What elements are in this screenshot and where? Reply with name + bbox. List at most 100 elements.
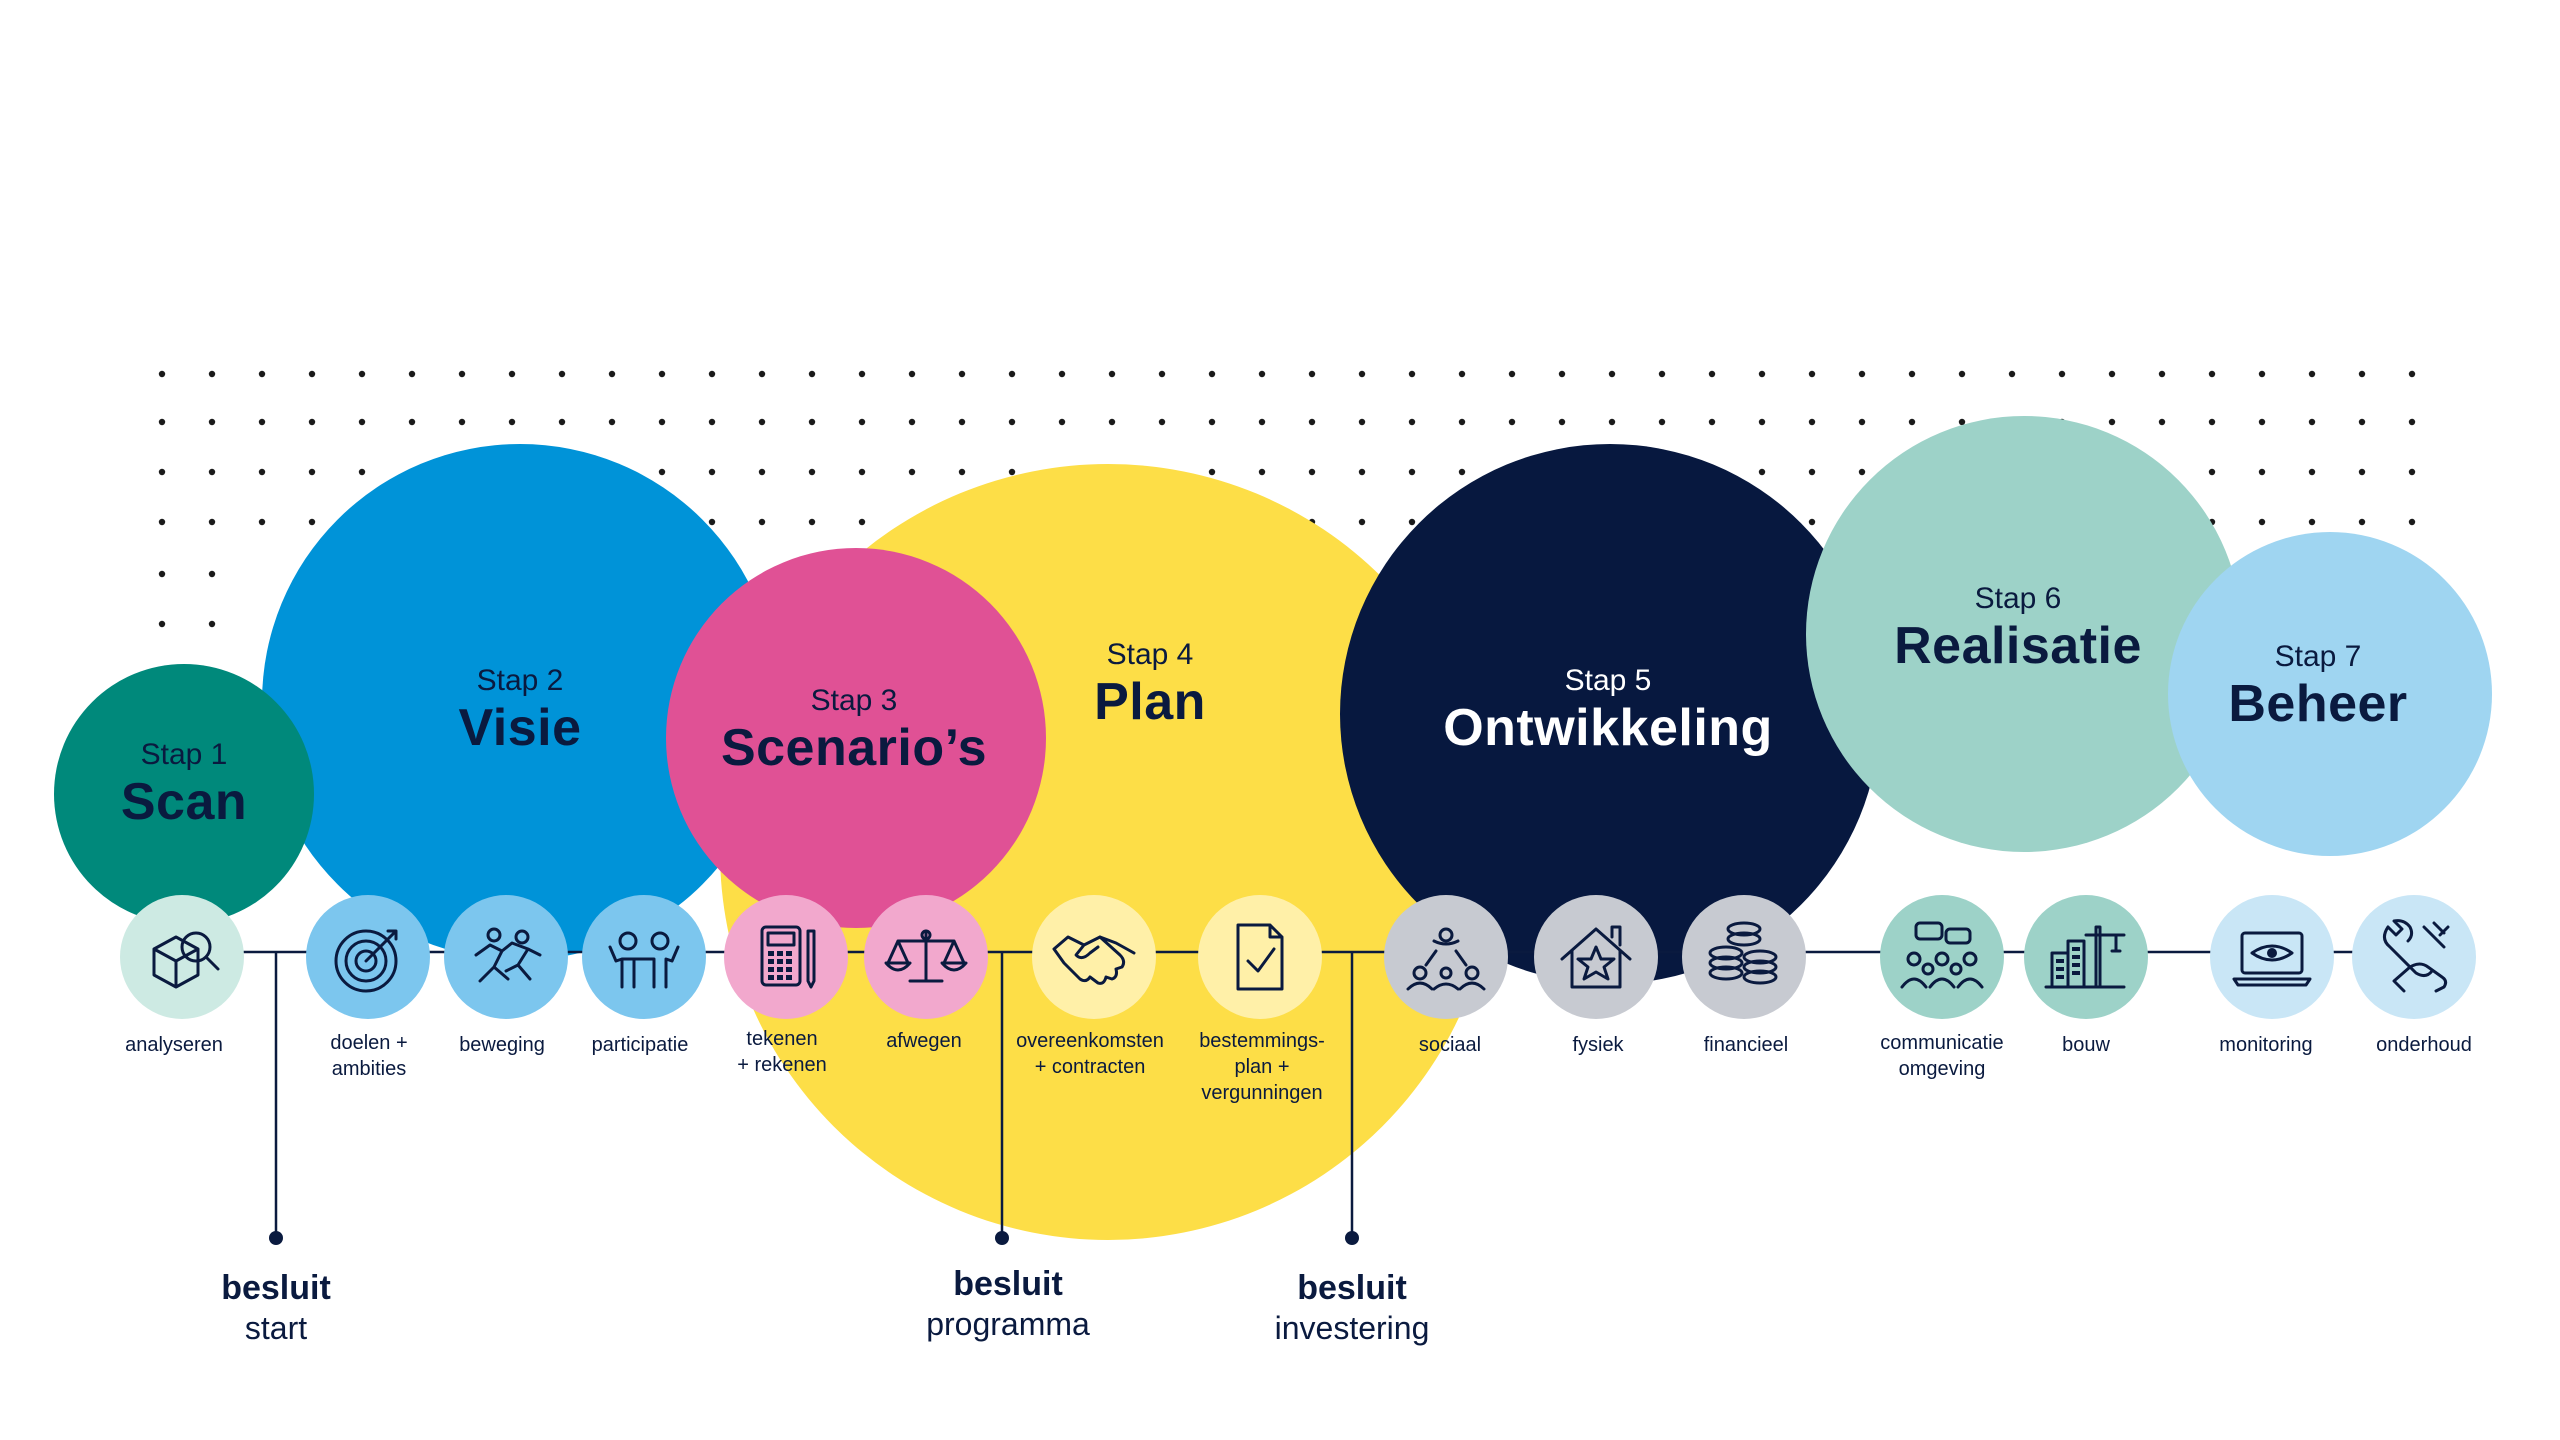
grid-dot	[1858, 370, 1866, 378]
step-3-label: Stap 3	[810, 684, 898, 717]
activity-node-1	[120, 895, 244, 1019]
activity-circle	[1032, 895, 1156, 1019]
milestone-start-title: besluit	[221, 1269, 331, 1307]
grid-dot	[208, 570, 216, 578]
grid-dot	[1258, 418, 1266, 426]
step-2-title: Visie	[458, 699, 582, 757]
activity-label-monitoring: monitoring	[2219, 1034, 2313, 1056]
step-2-text: Stap 2 Visie	[459, 664, 582, 758]
grid-dot	[1558, 418, 1566, 426]
grid-dot	[2258, 370, 2266, 378]
grid-dot	[2358, 418, 2366, 426]
social-network-icon	[1406, 927, 1486, 991]
grid-dot	[2158, 370, 2166, 378]
activity-node-2	[306, 895, 430, 1019]
milestone-programma-title: besluit	[953, 1265, 1063, 1303]
activity-node-12	[1880, 895, 2004, 1019]
grid-dot	[958, 370, 966, 378]
grid-dot	[1708, 418, 1716, 426]
grid-dot	[208, 620, 216, 628]
step-1-title: Scan	[120, 773, 248, 831]
grid-dot	[658, 468, 666, 476]
grid-dot	[858, 468, 866, 476]
activity-circle	[2352, 895, 2476, 1019]
community-chat-icon	[1900, 921, 1984, 989]
grid-dot	[208, 370, 216, 378]
grid-dot	[408, 370, 416, 378]
grid-dot	[358, 418, 366, 426]
grid-dot	[1208, 370, 1216, 378]
step-5-label: Stap 5	[1564, 664, 1652, 697]
grid-dot	[1258, 468, 1266, 476]
activity-label-analyseren: analyseren	[125, 1034, 223, 1056]
grid-dot	[1158, 418, 1166, 426]
milestone-investering-subtitle: investering	[1274, 1310, 1430, 1346]
grid-dot	[308, 468, 316, 476]
grid-dot	[958, 468, 966, 476]
step-7-title: Beheer	[2228, 675, 2408, 733]
activity-node-5	[724, 895, 848, 1019]
wrench-hand-icon	[2383, 919, 2450, 993]
step-3-text: Stap 3 Scenario’s	[721, 684, 987, 778]
grid-dot	[1758, 370, 1766, 378]
grid-dot	[858, 370, 866, 378]
grid-dot	[2308, 370, 2316, 378]
grid-dot	[758, 518, 766, 526]
grid-dot	[758, 418, 766, 426]
milestone-programma-subtitle: programma	[926, 1306, 1090, 1342]
grid-dot	[158, 620, 166, 628]
box-magnifier-icon	[152, 931, 220, 989]
step-6-title: Realisatie	[1894, 617, 2142, 675]
grid-dot	[1658, 418, 1666, 426]
grid-dot	[708, 418, 716, 426]
grid-dot	[658, 418, 666, 426]
activity-label-communicatie: communicatie omgeving	[1880, 1032, 2004, 1080]
grid-dot	[158, 468, 166, 476]
grid-dot	[1458, 418, 1466, 426]
grid-dot	[1158, 370, 1166, 378]
activity-node-11	[1682, 895, 1806, 1019]
grid-dot	[1908, 418, 1916, 426]
grid-dot	[158, 518, 166, 526]
grid-dot	[858, 518, 866, 526]
activity-label-financieel: financieel	[1703, 1034, 1789, 1056]
grid-dot	[2208, 468, 2216, 476]
grid-dot	[708, 370, 716, 378]
grid-dot	[2208, 418, 2216, 426]
grid-dot	[1358, 468, 1366, 476]
grid-dot	[1108, 370, 1116, 378]
milestone-start: besluit start	[221, 1268, 331, 1348]
step-circle-3	[666, 548, 1046, 928]
activity-label-tekenen: tekenen + rekenen	[737, 1028, 827, 1076]
grid-dot	[1908, 370, 1916, 378]
grid-dot	[2108, 418, 2116, 426]
grid-dot	[2258, 468, 2266, 476]
grid-dot	[1008, 418, 1016, 426]
grid-dot	[1408, 468, 1416, 476]
grid-dot	[908, 370, 916, 378]
grid-dot	[1058, 418, 1066, 426]
grid-dot	[1208, 418, 1216, 426]
grid-dot	[208, 518, 216, 526]
grid-dot	[1208, 468, 1216, 476]
step-4-label: Stap 4	[1106, 638, 1194, 671]
grid-dot	[1808, 518, 1816, 526]
grid-dot	[1008, 370, 1016, 378]
grid-dot	[608, 370, 616, 378]
grid-dot	[508, 418, 516, 426]
grid-dot	[1758, 468, 1766, 476]
milestone-programma: besluit programma	[926, 1264, 1090, 1344]
grid-dot	[2408, 468, 2416, 476]
activity-node-6	[864, 895, 988, 1019]
grid-dot	[2358, 468, 2366, 476]
grid-dot	[2408, 418, 2416, 426]
step-4-text: Stap 4 Plan	[1094, 638, 1206, 732]
step-circle-1	[54, 664, 314, 924]
grid-dot	[1458, 468, 1466, 476]
grid-dot	[808, 370, 816, 378]
house-star-icon	[1560, 925, 1632, 989]
grid-dot	[1308, 370, 1316, 378]
grid-dot	[258, 418, 266, 426]
activity-node-3	[444, 895, 568, 1019]
